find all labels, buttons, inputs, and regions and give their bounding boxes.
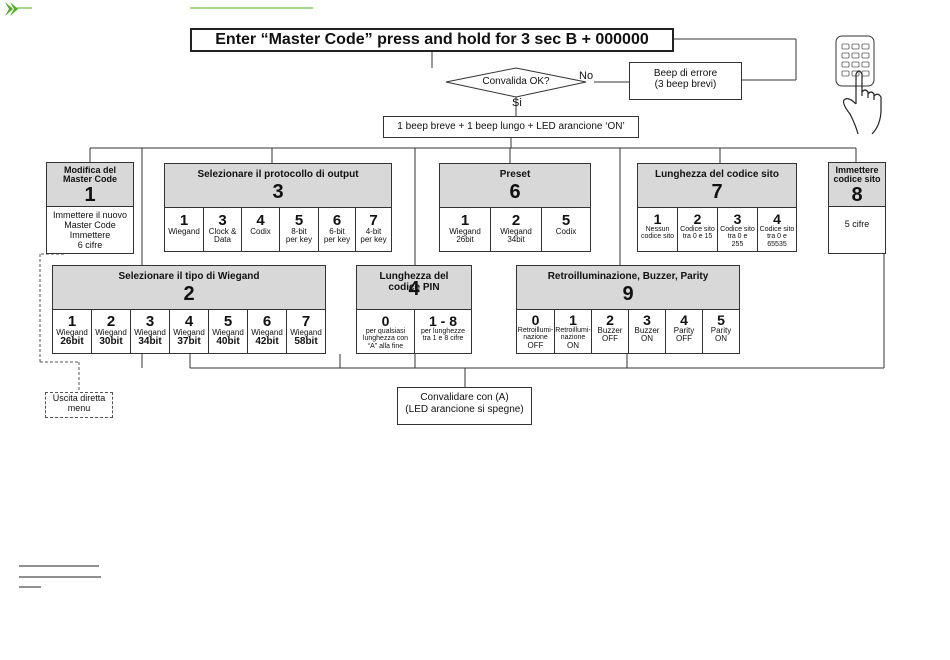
main-title: Enter “Master Code” press and hold for 3…: [215, 31, 649, 48]
modify-master-body2: Master Code: [64, 219, 116, 230]
exit-menu-line2: menu: [67, 402, 91, 413]
modify-master-body1: Immettere il nuovo: [52, 210, 128, 220]
chevron-right-icon: [5, 2, 18, 16]
backlight-number: 9: [622, 283, 634, 305]
decision-question: Convalida OK?: [482, 76, 550, 87]
backlight-title: Retroilluminazione, Buzzer, Parity: [547, 271, 709, 282]
modify-master-body3: Immettere: [69, 229, 111, 240]
output-protocol-title: Selezionare il protocollo di output: [197, 169, 359, 180]
output-protocol-number: 3: [272, 181, 284, 203]
site-code-enter-box: Immettere codice sito 8 5 cifre: [828, 162, 886, 254]
modify-master-box: Modifica del Master Code 1 Immettere il …: [46, 162, 134, 254]
modify-master-title2: Master Code: [62, 174, 117, 185]
wiegand-type-title: Selezionare il tipo di Wiegand: [118, 271, 260, 282]
confirm-text: 1 beep breve + 1 beep lungo + LED aranci…: [397, 121, 625, 132]
exit-menu-box: Uscita diretta menu: [45, 392, 113, 418]
site-code-enter-title1: Immettere: [835, 165, 879, 175]
preset-title: Preset: [499, 169, 531, 180]
validate-line1: Convalidare con (A): [420, 392, 509, 403]
pin-length-title1: Lunghezza del: [379, 271, 449, 282]
site-code-length-title: Lunghezza del codice sito: [655, 169, 779, 180]
wiegand-type-number: 2: [183, 283, 195, 305]
error-line2: (3 beep brevi): [654, 79, 717, 90]
modify-master-number: 1: [84, 183, 96, 206]
site-code-enter-number: 8: [851, 183, 863, 206]
exit-menu-line1: Uscita diretta: [52, 393, 106, 403]
main-title-box: Enter “Master Code” press and hold for 3…: [190, 28, 674, 52]
pin-length-number: 4: [408, 278, 420, 300]
error-box: Beep di errore (3 beep brevi): [629, 62, 742, 100]
site-code-enter-body: 5 cifre: [844, 219, 870, 229]
modify-master-body4: 6 cifre: [77, 239, 103, 250]
error-line1: Beep di errore: [653, 68, 718, 79]
validate-box: Convalidare con (A) (LED arancione si sp…: [397, 387, 532, 425]
pin-length-title2: codice PIN: [388, 282, 440, 293]
modify-master-title1: Modifica del: [63, 165, 116, 175]
confirm-box: 1 beep breve + 1 beep lungo + LED aranci…: [383, 116, 639, 138]
validate-line2: (LED arancione si spegne): [405, 404, 524, 415]
site-code-length-number: 7: [711, 181, 723, 203]
preset-number: 6: [509, 181, 521, 203]
decision-yes-label: Si: [512, 97, 522, 109]
site-code-enter-title2: codice sito: [833, 174, 881, 185]
hand-keypad-icon: [835, 35, 882, 135]
decision-no-label: No: [579, 70, 594, 82]
